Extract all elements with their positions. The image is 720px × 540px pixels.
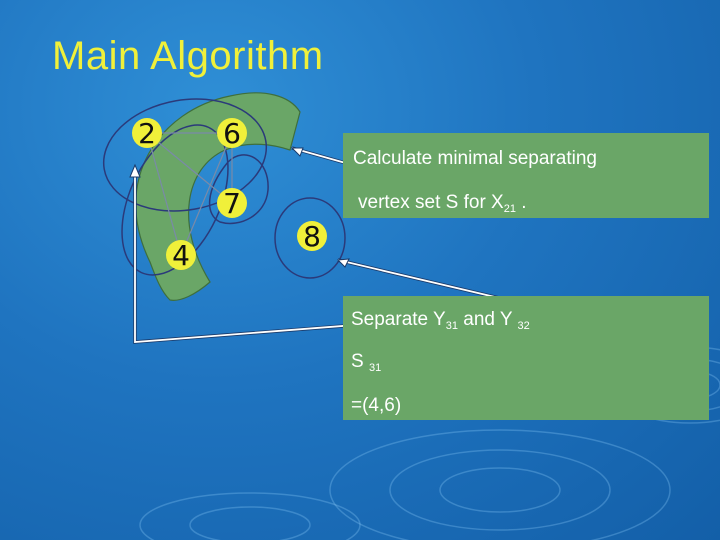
green-band-bag [136, 93, 300, 300]
calculate-separating-set-box: Calculate minimal separating vertex set … [343, 133, 709, 218]
box2-line2: S 31 [351, 352, 381, 374]
node-8: 8 [297, 220, 327, 253]
svg-text:2: 2 [138, 117, 156, 150]
box1-line2: vertex set S for X21 . [358, 193, 527, 215]
separate-y-box: Separate Y31 and Y 32 S 31 =(4,6) [343, 296, 709, 420]
box2-line3: =(4,6) [351, 396, 401, 415]
svg-text:6: 6 [223, 117, 241, 150]
box2-line1: Separate Y31 and Y 32 [351, 310, 530, 332]
box1-line1: Calculate minimal separating [353, 149, 597, 168]
svg-text:7: 7 [223, 187, 241, 220]
svg-text:4: 4 [172, 239, 190, 272]
node-7: 7 [217, 187, 247, 220]
svg-text:8: 8 [303, 220, 321, 253]
